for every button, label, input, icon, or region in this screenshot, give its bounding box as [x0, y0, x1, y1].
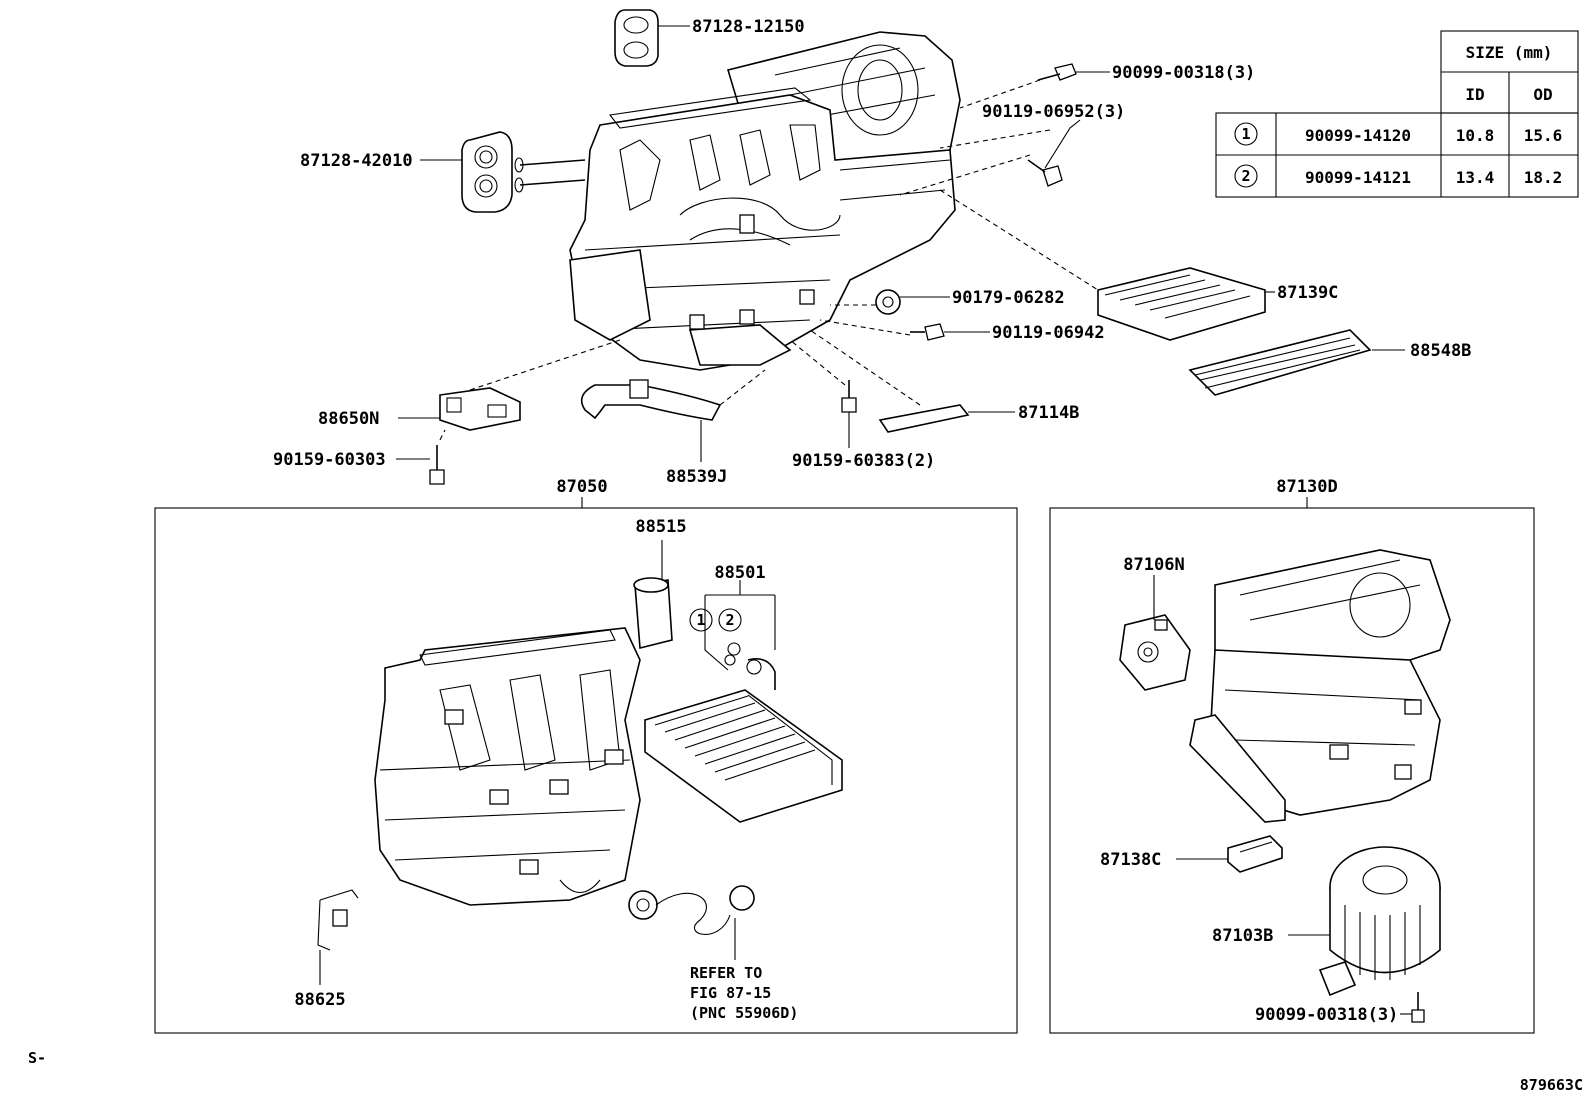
table-header-od: OD	[1533, 85, 1552, 104]
filter-87139c	[939, 189, 1275, 341]
label-90159-60383: 90159-60383(2)	[792, 451, 935, 471]
label-87050: 87050	[556, 477, 607, 497]
table-row-2-part: 90099-14121	[1305, 168, 1411, 187]
label-90099-00318-top: 90099-00318(3)	[1112, 63, 1255, 83]
bolt-90119-06952	[899, 119, 1081, 196]
refer-line-3: (PNC 55906D)	[690, 1004, 798, 1022]
refer-line-2: FIG 87-15	[690, 984, 771, 1002]
strip-87114b	[809, 329, 1015, 433]
label-90179-06282: 90179-06282	[952, 288, 1065, 308]
label-87103b: 87103B	[1212, 926, 1273, 946]
table-header-size: SIZE (mm)	[1466, 43, 1553, 62]
callout-1: 1	[696, 611, 705, 629]
hvac-case-87050	[374, 627, 641, 906]
group-box-87050	[154, 507, 1018, 1034]
screw-90159-60303	[396, 429, 446, 485]
label-90159-60303: 90159-60303	[273, 450, 386, 470]
table-row-2-od: 18.2	[1524, 168, 1563, 187]
bolt-90119-06942	[819, 319, 990, 341]
label-87138c: 87138C	[1100, 850, 1161, 870]
table-row-1-od: 15.6	[1524, 126, 1563, 145]
figure-id: 879663C	[1520, 1076, 1583, 1094]
table-row-2-num: 2	[1241, 167, 1250, 185]
actuator-88650n	[398, 339, 621, 431]
label-88548b: 88548B	[1410, 341, 1471, 361]
table-row-1-part: 90099-14120	[1305, 126, 1411, 145]
screw-90099-00318-top	[959, 63, 1110, 109]
label-87106n: 87106N	[1123, 555, 1184, 575]
label-90099-00318-bottom: 90099-00318(3)	[1255, 1005, 1398, 1025]
grommet-87128-42010	[420, 131, 513, 213]
blower-case-87130d	[1189, 549, 1451, 823]
label-87114b: 87114B	[1018, 403, 1079, 423]
evaporator-88501	[644, 580, 843, 823]
screw-90159-60383	[789, 339, 857, 448]
table-row-1-id: 10.8	[1456, 126, 1495, 145]
label-88650n: 88650N	[318, 409, 379, 429]
servo-87106n	[1119, 575, 1191, 691]
hvac-assembly-top	[514, 31, 961, 371]
table-row-2-id: 13.4	[1456, 168, 1495, 187]
label-90119-06952: 90119-06952(3)	[982, 102, 1125, 122]
cover-88548b	[1188, 329, 1405, 396]
label-87139c: 87139C	[1277, 283, 1338, 303]
label-87128-12150: 87128-12150	[692, 17, 805, 37]
valve-88515	[633, 540, 673, 650]
blower-motor-87103b	[1288, 846, 1441, 997]
hose-88539j	[580, 369, 766, 462]
callout-2: 2	[725, 611, 734, 629]
corner-left-mark: S-	[28, 1049, 46, 1067]
table-header-id: ID	[1465, 85, 1484, 104]
nut-90179-06282	[830, 289, 950, 315]
label-90119-06942: 90119-06942	[992, 323, 1105, 343]
seal-87128-12150	[614, 9, 690, 67]
group-box-87130d	[1049, 507, 1535, 1034]
label-88625: 88625	[294, 990, 345, 1010]
resistor-87138c	[1176, 835, 1283, 873]
label-88539j: 88539J	[666, 467, 727, 487]
refer-line-1: REFER TO	[690, 964, 762, 982]
label-88515: 88515	[635, 517, 686, 537]
label-88501: 88501	[714, 563, 765, 583]
table-row-1-num: 1	[1241, 125, 1250, 143]
label-87128-42010: 87128-42010	[300, 151, 413, 171]
size-table: SIZE (mm) ID OD 1 90099-14120 10.8 15.6 …	[1215, 30, 1579, 198]
label-87130d: 87130D	[1276, 477, 1337, 497]
sensor-88625	[317, 889, 359, 985]
screw-90099-00318-bottom	[1400, 992, 1425, 1023]
thermistor-wire	[628, 885, 755, 960]
